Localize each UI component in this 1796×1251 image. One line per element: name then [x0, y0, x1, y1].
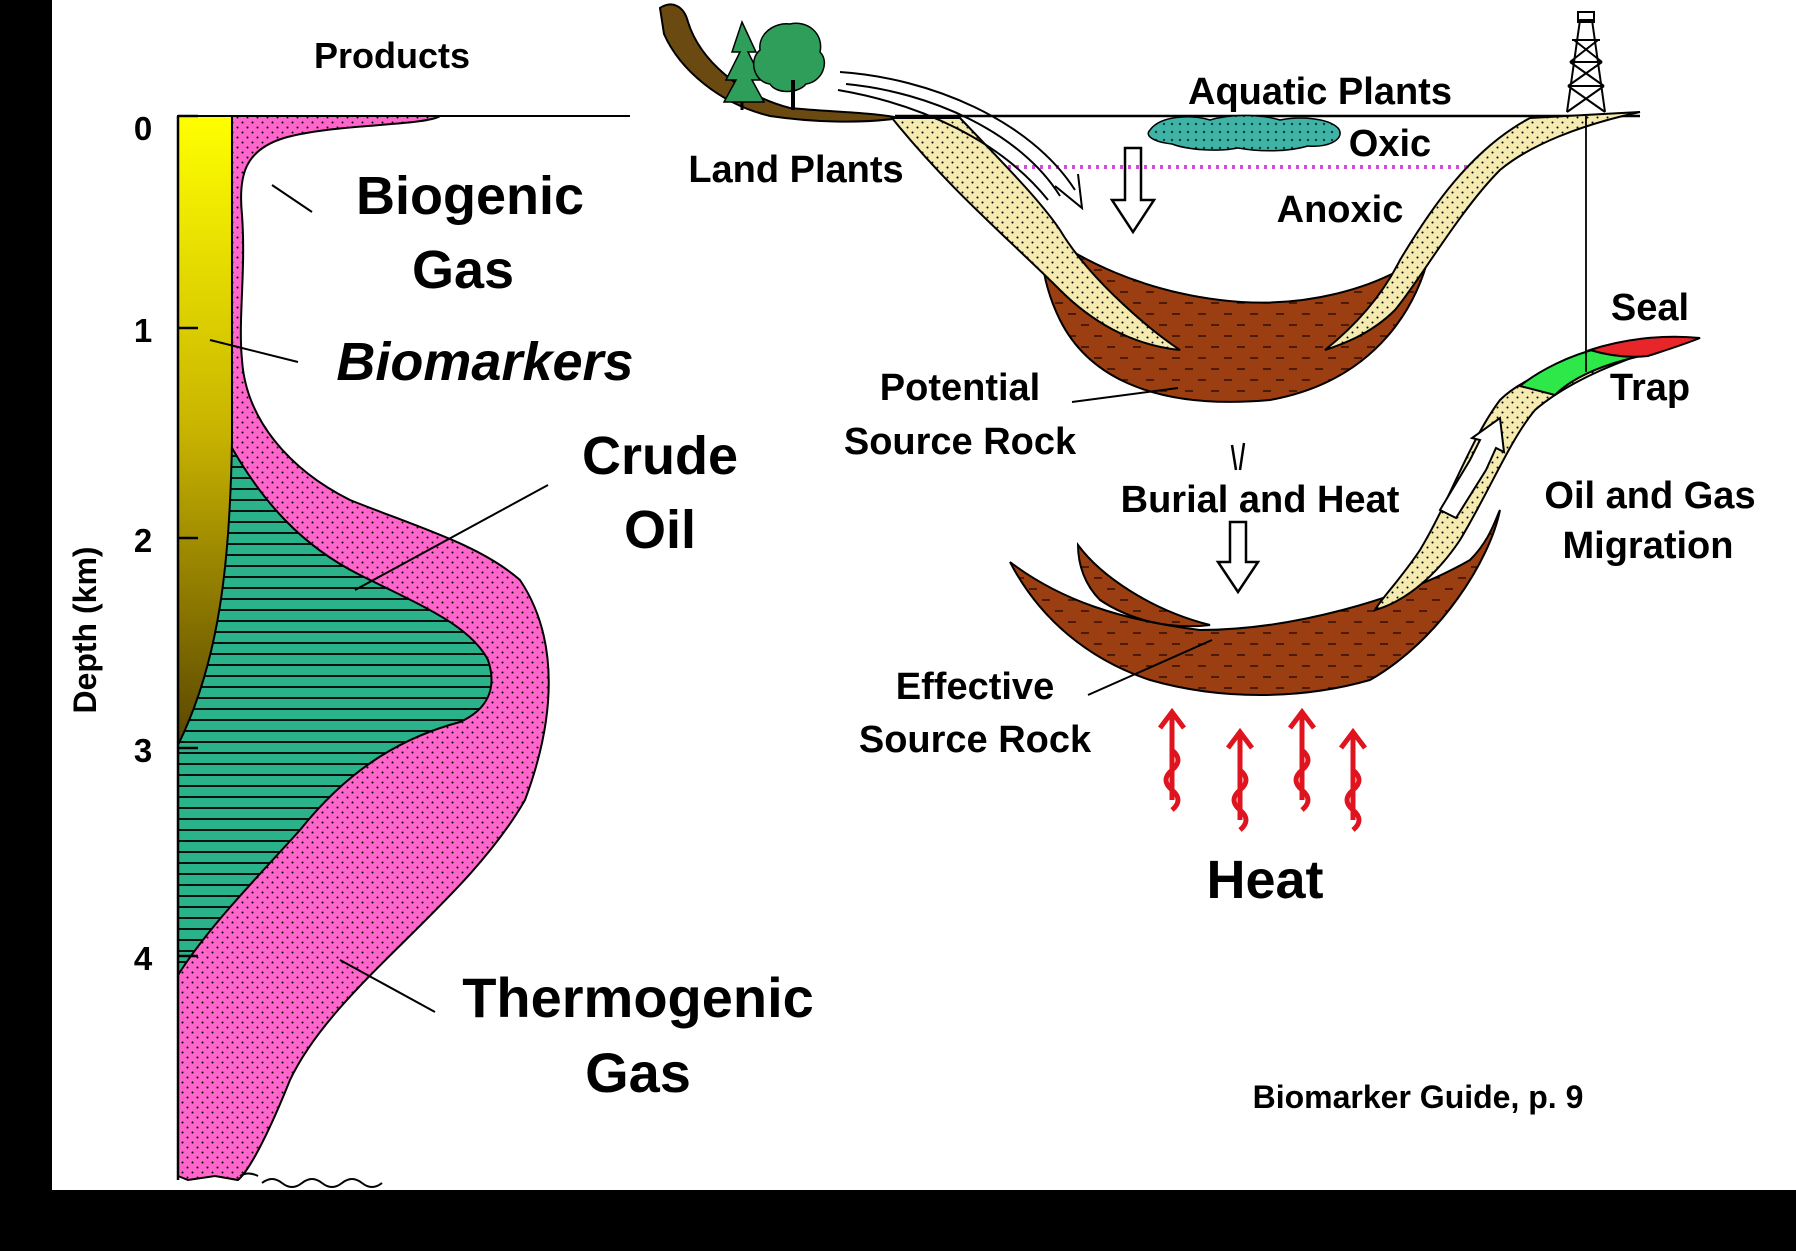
- citation: Biomarker Guide, p. 9: [1253, 1079, 1584, 1115]
- down-arrow-sediment: [1109, 146, 1157, 235]
- depth-ticks: [178, 114, 198, 958]
- depth-tick-4: 4: [134, 940, 153, 977]
- land-plants-arrows: [837, 71, 1084, 211]
- depth-tick-2: 2: [134, 522, 152, 559]
- potential-source-rock: [1038, 228, 1432, 403]
- depth-axis-label: Depth (km): [67, 546, 103, 713]
- effective-source-rock-label-line1: Effective: [896, 666, 1054, 708]
- aquatic-plants-label: Aquatic Plants: [1188, 71, 1452, 113]
- oxic-label: Oxic: [1349, 123, 1431, 165]
- aquatic-plants-mass: [1147, 114, 1341, 152]
- trap-label: Trap: [1610, 367, 1690, 409]
- oil-gas-migration-label-line1: Oil and Gas: [1544, 475, 1755, 517]
- leader-lines-left: [209, 184, 549, 1013]
- potential-source-rock-label-line2: Source Rock: [844, 421, 1077, 463]
- crude-oil-region: [177, 446, 493, 979]
- biomarkers-label: Biomarkers: [336, 332, 633, 392]
- crude-oil-label-line2: Oil: [624, 500, 696, 560]
- biomarkers-region: [177, 115, 233, 746]
- burial-and-heat-label: Burial and Heat: [1121, 479, 1400, 521]
- depth-tick-3: 3: [134, 732, 152, 769]
- crude-oil-label-line1: Crude: [582, 426, 738, 486]
- products-heading: Products: [314, 35, 470, 76]
- down-arrow-burial: [1215, 442, 1261, 595]
- thermogenic-gas-label-line2: Gas: [585, 1041, 691, 1104]
- biogenic-gas-label-line2: Gas: [412, 240, 514, 300]
- thermogenic-gas-label-line1: Thermogenic: [462, 966, 814, 1029]
- migration-arrow: [1438, 416, 1506, 520]
- depth-tick-1: 1: [134, 312, 152, 349]
- depth-tick-0: 0: [134, 110, 152, 147]
- heat-label: Heat: [1206, 850, 1323, 910]
- land-plants-trees: [722, 19, 826, 110]
- oil-derrick-icon: [1566, 11, 1606, 370]
- oil-gas-migration-label-line2: Migration: [1563, 525, 1734, 567]
- effective-source-rock-label-line2: Source Rock: [859, 719, 1092, 761]
- heat-arrows: [1158, 707, 1367, 832]
- bottom-wavy-line: [261, 1178, 383, 1188]
- potential-source-rock-label-line1: Potential: [880, 367, 1040, 409]
- effective-source-rock: [1009, 509, 1501, 696]
- anoxic-label: Anoxic: [1277, 189, 1404, 231]
- biogenic-gas-label-line1: Biogenic: [356, 166, 584, 226]
- land-surface: [658, 3, 901, 123]
- leader-lines-right: [1071, 387, 1213, 696]
- seal-label: Seal: [1611, 287, 1689, 329]
- land-plants-label: Land Plants: [688, 149, 903, 191]
- seal-region: [1586, 335, 1701, 358]
- products-depth-column: 0 1 2 3 4 Depth (km) Products Biogenic G…: [67, 35, 814, 1188]
- basin-diagram: Land Plants Aquatic Plants Oxic Anoxic P…: [658, 3, 1756, 1115]
